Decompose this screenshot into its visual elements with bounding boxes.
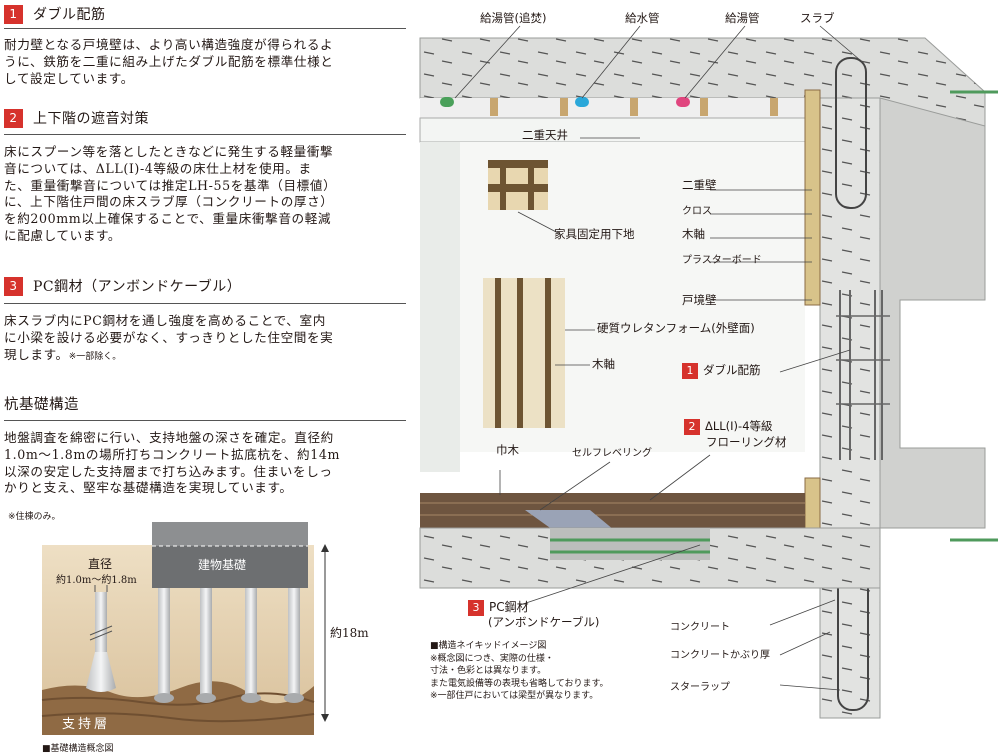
label-text: PC鋼材: [489, 600, 529, 614]
foundation-block: [152, 522, 308, 546]
section-3-heading: 3 PC鋼材（アンボンドケーブル）: [4, 276, 406, 296]
party-wall-section: [879, 97, 986, 529]
label-text: ダブル配筋: [703, 363, 761, 377]
label-concrete: コンクリート: [670, 622, 730, 633]
label-wood-frame-2: 木軸: [592, 357, 615, 371]
pipe-water: [575, 97, 589, 107]
footnote: ※住棟のみ。: [8, 512, 61, 522]
label-stirrup: スターラップ: [670, 682, 730, 693]
text-line: かりと支え、堅牢な基礎構造を実現しています。: [4, 480, 293, 496]
flooring: [420, 493, 805, 528]
label-cloth: クロス: [682, 206, 712, 217]
label-party-wall: 戸境壁: [682, 293, 717, 307]
divider: [4, 420, 406, 421]
note-line: ※概念図につき、実際の仕様・: [430, 653, 554, 664]
pile: [288, 588, 300, 698]
label-plaster-board: プラスターボード: [682, 255, 762, 266]
label-double-ceiling: 二重天井: [522, 128, 568, 142]
text-line: 床スラブ内にPC鋼材を通し強度を高めることで、室内: [4, 313, 326, 328]
label-urethane-foam: 硬質ウレタンフォーム(外壁面): [597, 321, 755, 335]
divider: [4, 28, 406, 29]
section-1-body: 耐力壁となる戸境壁は、より高い構造強度が得られるよ うに、鉄筋を二重に組み上げた…: [4, 37, 408, 87]
footnote: ※一部除く。: [68, 351, 122, 362]
label-wood-frame: 木軸: [682, 227, 705, 241]
section-title: 杭基礎構造: [4, 396, 79, 413]
diameter-label: 直径: [88, 557, 113, 571]
text-line: た、重量衝撃音については推定LH-55を基準（目標値）: [4, 177, 337, 193]
pipe-reheat: [440, 97, 454, 107]
label-flooring-line2: フローリング材: [706, 435, 787, 449]
divider: [4, 303, 406, 304]
section-4-heading: 杭基礎構造: [4, 393, 406, 413]
structure-notes: ■構造ネイキッドイメージ図 ※概念図につき、実際の仕様・ 寸法・色彩とは異なりま…: [430, 640, 609, 703]
section-title: ダブル配筋: [33, 7, 106, 23]
pile: [245, 588, 257, 698]
label-slab: スラブ: [800, 11, 835, 25]
label-text: ΔLL(Ⅰ)-4等級: [705, 419, 773, 433]
section-number-badge: 1: [4, 4, 23, 24]
diameter-range: 約1.0m～約1.8m: [56, 575, 137, 586]
note-line: 寸法・色彩とは異なります。: [430, 666, 547, 676]
section-number-badge: 2: [4, 108, 23, 128]
diagram-caption: ■基礎構造概念図: [42, 744, 114, 754]
badge-2: 2: [684, 418, 700, 435]
text-line: に配慮しています。: [4, 227, 122, 243]
badge-1: 1: [682, 362, 698, 379]
text-line: に小梁を設ける必要がなく、すっきりとした住空間を実: [4, 329, 334, 345]
section-1-heading: 1 ダブル配筋: [4, 4, 406, 24]
text-line: 床にスプーン等を落としたときなどに発生する軽量衝撃: [4, 144, 334, 159]
label-water-supply: 給水管: [625, 11, 660, 25]
label-double-rebar: 1 ダブル配筋: [682, 362, 761, 379]
text-line: 地盤調査を綿密に行い、支持地盤の深さを確定。直径約: [4, 430, 334, 445]
pile: [158, 588, 170, 698]
text-line: 耐力壁となる戸境壁は、より高い構造強度が得られるよ: [4, 37, 334, 52]
text-line: 現します。: [4, 346, 69, 362]
text-line: して設定しています。: [4, 70, 134, 86]
section-2-heading: 2 上下階の遮音対策: [4, 108, 406, 128]
section-4-body: 地盤調査を綿密に行い、支持地盤の深さを確定。直径約 1.0m～1.8mの場所打ち…: [4, 430, 408, 497]
note-line: また電気設備等の表現も省略しております。: [430, 678, 609, 689]
note-line: ※一部住戸においては梁型が異なります。: [430, 691, 599, 701]
divider: [4, 134, 406, 135]
foundation-label: 建物基礎: [198, 558, 247, 572]
text-line: 音については、ΔLL(Ⅰ)-4等級の床仕上材を使用。ま: [4, 160, 312, 176]
text-line: に、上下階住戸間の床スラブ厚（コンクリートの厚さ）: [4, 194, 334, 210]
label-self-leveling: セルフレベリング: [572, 448, 652, 459]
label-concrete-cover: コンクリートかぶり厚: [670, 650, 770, 661]
text-line: 以深の安定した支持層まで打ち込みます。住まいをしっ: [4, 463, 333, 479]
label-furniture-base: 家具固定用下地: [554, 227, 635, 241]
section-2-body: 床にスプーン等を落としたときなどに発生する軽量衝撃 音については、ΔLL(Ⅰ)-…: [4, 144, 408, 245]
label-flooring: 2 ΔLL(Ⅰ)-4等級: [684, 418, 773, 435]
label-hot-water-reheat: 給湯管(追焚): [480, 11, 547, 25]
note-line: ■構造ネイキッドイメージ図: [430, 641, 547, 651]
text-line: 1.0m～1.8mの場所打ちコンクリート拡底杭を、約14m: [4, 446, 340, 462]
pile: [200, 588, 212, 698]
depth-label: 約18m: [330, 626, 369, 640]
label-double-wall: 二重壁: [682, 178, 717, 192]
text-line: うに、鉄筋を二重に組み上げたダブル配筋を標準仕様と: [4, 53, 334, 69]
section-title: 上下階の遮音対策: [33, 111, 149, 127]
section-number-badge: 3: [4, 276, 23, 296]
section-3-body: 床スラブ内にPC鋼材を通し強度を高めることで、室内 に小梁を設ける必要がなく、す…: [4, 313, 408, 365]
rebar-stirrup: [835, 57, 867, 209]
label-baseboard: 巾木: [496, 443, 519, 457]
label-hot-water: 給湯管: [725, 11, 760, 25]
text-line: を約200mm以上確保することで、重量床衝撃音の軽減: [4, 211, 332, 227]
pipe-hot-water: [676, 97, 690, 107]
label-pc-steel: 3 PC鋼材: [468, 598, 529, 616]
badge-3: 3: [468, 599, 484, 616]
label-unbonded-cable: (アンボンドケーブル): [488, 615, 600, 629]
bearing-layer-label: 支持層: [62, 717, 111, 732]
section-title: PC鋼材（アンボンドケーブル）: [33, 279, 242, 295]
